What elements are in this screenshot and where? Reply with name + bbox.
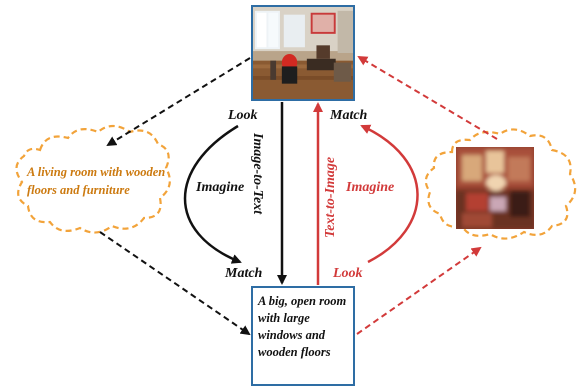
dashed-arrow-photo-to-cloud	[106, 57, 251, 147]
imagine-label-right: Imagine	[346, 180, 395, 195]
left-thought-cloud	[15, 124, 171, 234]
match-label-top: Match	[330, 108, 368, 123]
look-label-top: Look	[228, 108, 258, 123]
caption-box: A big, open room with large windows and …	[251, 286, 355, 386]
match-label-bottom: Match	[225, 266, 263, 281]
imagine-label-left: Imagine	[196, 180, 245, 195]
dashed-arrow-cloud-to-photo	[357, 55, 498, 140]
look-label-bottom: Look	[333, 266, 363, 281]
room-photo	[251, 5, 355, 101]
imagine-curve-right	[360, 124, 419, 264]
cloud-caption: A living room with wooden floors and fur…	[27, 165, 166, 197]
dashed-arrow-caption-to-cloud	[356, 246, 482, 335]
image-to-text-label: Image-to-Text	[250, 133, 265, 215]
text-to-image-label: Text-to-Image	[323, 156, 338, 238]
imagine-curve-left	[183, 124, 242, 264]
generated-image	[456, 147, 534, 229]
dashed-arrow-cloud-to-caption	[99, 231, 251, 336]
